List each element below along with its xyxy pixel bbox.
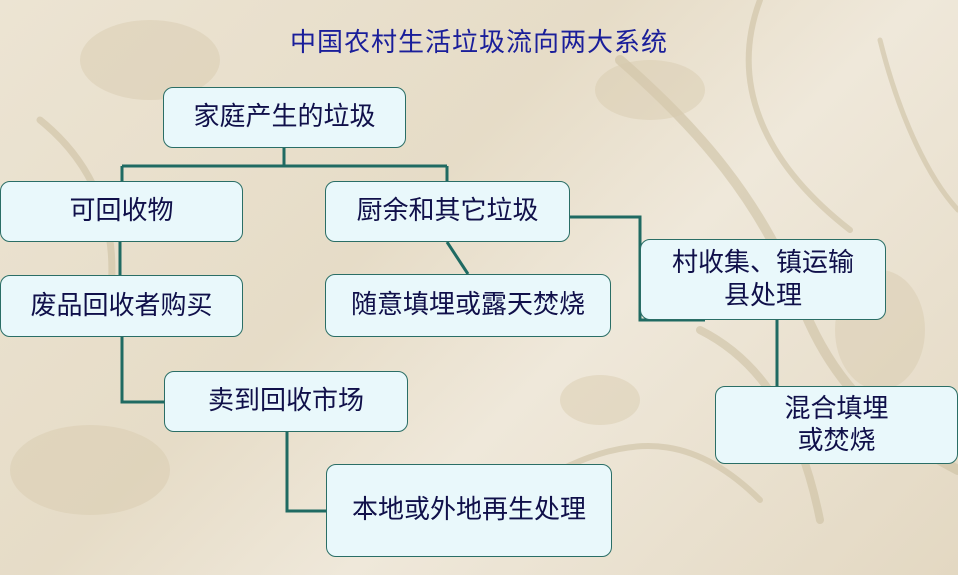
node-recyclables-label: 可回收物 [69,196,174,227]
node-regeneration-label: 本地或外地再生处理 [351,495,586,526]
node-recycle-market-label: 卖到回收市场 [207,386,364,417]
node-village-collection-line2: 县处理 [723,280,802,311]
node-random-bury-label: 随意填埋或露天焚烧 [350,290,585,321]
node-mixed-disposal: 混合填埋 或焚烧 [715,386,958,464]
node-household-waste: 家庭产生的垃圾 [163,87,406,148]
connector-buyer-market [120,337,164,404]
node-buyer: 废品回收者购买 [0,275,243,337]
slide-title: 中国农村生活垃圾流向两大系统 [289,28,668,58]
node-mixed-disposal-line1: 混合填埋 [784,393,889,424]
node-recyclables: 可回收物 [0,181,243,242]
node-village-collection-line1: 村收集、镇运输 [671,248,854,278]
node-recycle-market: 卖到回收市场 [164,371,408,432]
node-kitchen-other: 厨余和其它垃圾 [325,181,570,242]
node-household-waste-label: 家庭产生的垃圾 [193,102,376,133]
connector-kitchen-random [445,241,470,275]
node-village-collection: 村收集、镇运输 县处理 [640,239,886,320]
node-buyer-label: 废品回收者购买 [30,290,213,321]
node-random-bury: 随意填埋或露天焚烧 [325,274,611,337]
node-kitchen-other-label: 厨余和其它垃圾 [356,196,539,227]
node-mixed-disposal-line2: 或焚烧 [797,426,876,456]
node-regeneration: 本地或外地再生处理 [326,464,612,557]
connector-market-regen [285,432,326,513]
